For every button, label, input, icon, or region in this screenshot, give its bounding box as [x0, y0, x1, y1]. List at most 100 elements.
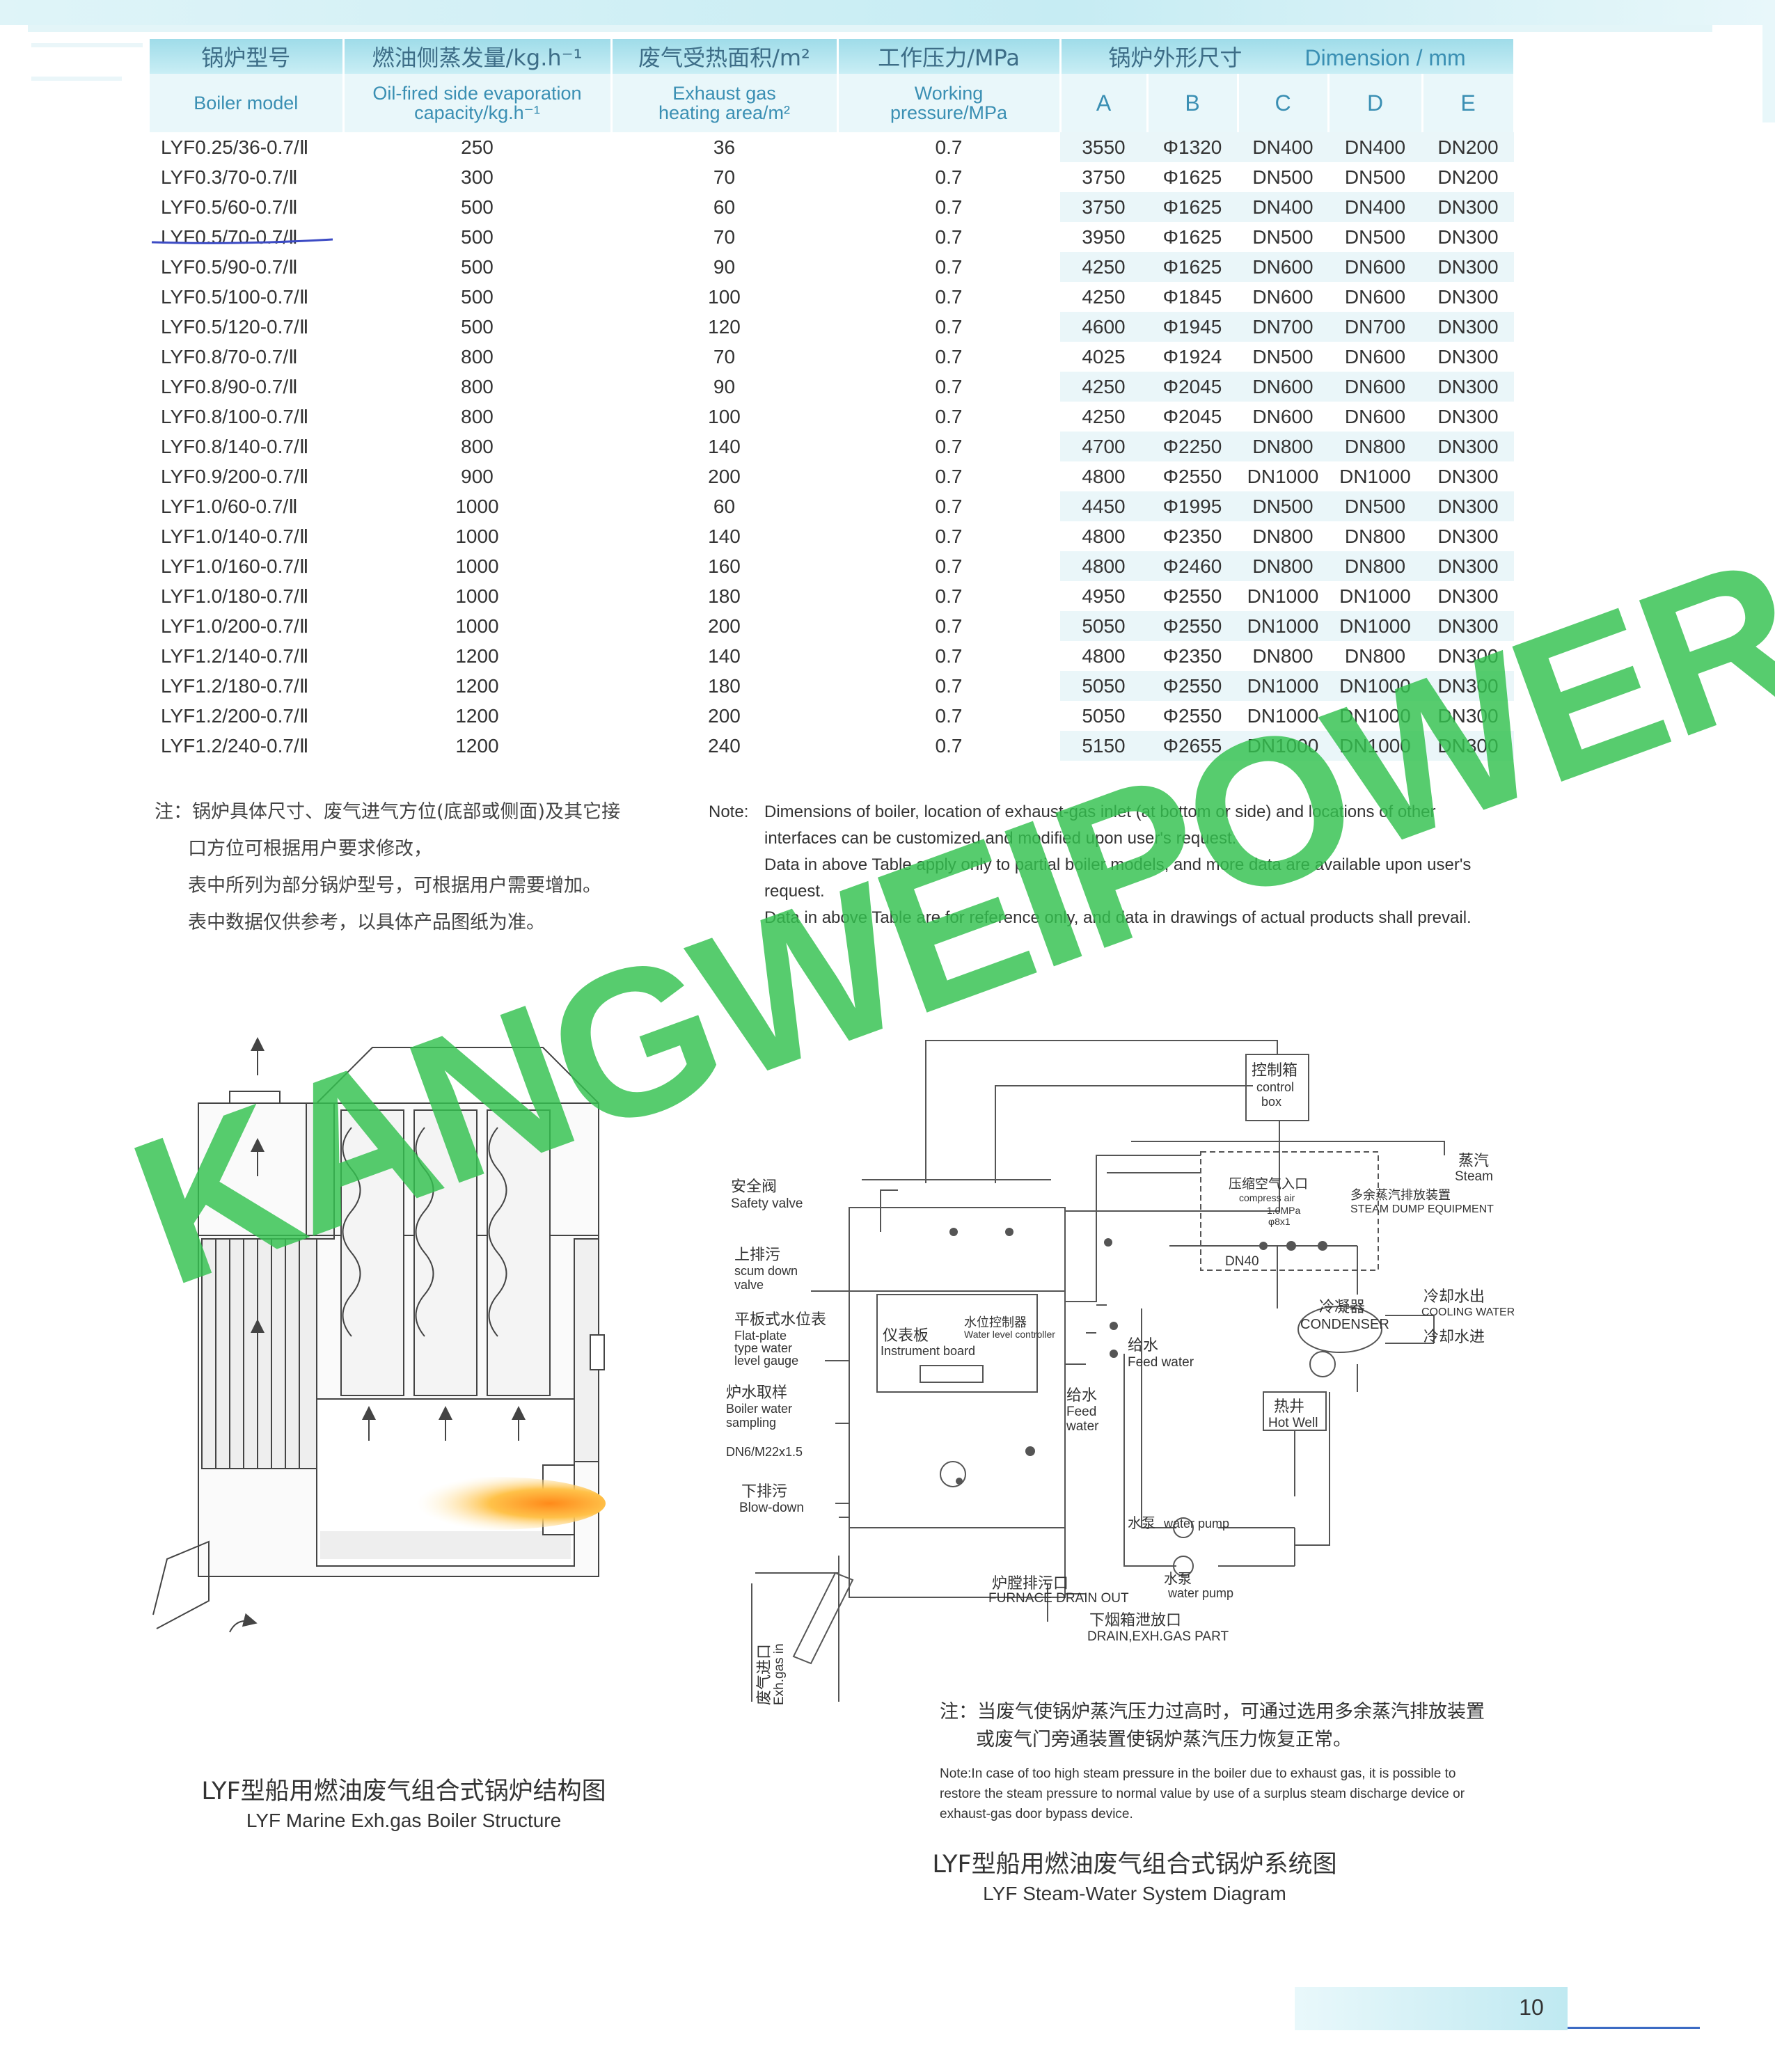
label-pump1-cn: 水泵	[1128, 1515, 1155, 1531]
cell-dim-a: 4450	[1060, 491, 1147, 521]
cell-dim-d: DN1000	[1328, 731, 1422, 761]
cell-dim-d: DN800	[1344, 644, 1406, 667]
cell-heating-area: 70	[713, 226, 736, 248]
cell-model: LYF0.8/70-0.7/Ⅱ	[161, 346, 298, 367]
system-note-cn-2: 或废气门旁通装置使锅炉蒸汽压力恢复正常。	[976, 1729, 1352, 1750]
cell-dim-d: DN1000	[1339, 585, 1411, 607]
cell-dim-a: 4250	[1082, 285, 1126, 308]
cell-dim-c: DN800	[1252, 644, 1314, 667]
cell-pressure: 0.7	[935, 495, 963, 517]
cell-dim-d: DN500	[1344, 166, 1406, 188]
label-dump-en: STEAM DUMP EQUIPMENT	[1350, 1203, 1494, 1215]
cell-dim-c: DN800	[1238, 432, 1328, 461]
label-pump1-en: water pump	[1163, 1517, 1229, 1531]
cell-model: LYF1.0/160-0.7/Ⅱ	[161, 555, 309, 577]
cell-dim-a: 4025	[1082, 345, 1126, 367]
header-dim-d: D	[1328, 74, 1423, 132]
cell-dim-e: DN300	[1437, 405, 1499, 427]
cell-dim-c: DN1000	[1238, 671, 1328, 701]
label-sample-en1: Boiler water	[726, 1402, 792, 1416]
cell-dim-e: DN300	[1437, 226, 1499, 248]
cell-dim-a: 4250	[1060, 372, 1147, 402]
cell-dim-a: 5050	[1060, 611, 1147, 641]
label-cool-in-cn: 冷却水进	[1423, 1329, 1485, 1346]
page-number-line	[1568, 2027, 1700, 2029]
cell-heating-area: 160	[708, 555, 741, 577]
cell-heating-area: 200	[708, 704, 741, 727]
label-dump-cn: 多余蒸汽排放装置	[1350, 1188, 1451, 1203]
label-feed-cn: 给水	[1128, 1337, 1158, 1354]
cell-model: LYF0.8/100-0.7/Ⅱ	[161, 406, 309, 427]
cell-dim-c: DN400	[1238, 132, 1328, 162]
cell-dim-e: DN300	[1422, 611, 1515, 641]
cell-heating-area: 60	[713, 495, 736, 517]
cell-dim-b: Φ1845	[1162, 285, 1222, 308]
header-evap-cn: 燃油侧蒸发量/kg.h⁻¹	[343, 39, 613, 74]
label-pump2-en: water pump	[1167, 1586, 1233, 1600]
cell-evaporation: 1000	[455, 525, 499, 547]
label-exh-cn: 废气进口	[756, 1644, 773, 1705]
cell-dim-e: DN300	[1422, 551, 1515, 581]
corner-mark-2	[31, 77, 122, 81]
system-note-en-2: restore the steam pressure to normal val…	[940, 1787, 1465, 1801]
cell-dim-b: Φ2550	[1162, 585, 1222, 607]
header-dimension: 锅炉外形尺寸 Dimension / mm	[1060, 39, 1515, 74]
label-control-en1: control	[1256, 1080, 1294, 1094]
header-pressure-en-1: Working	[914, 83, 984, 104]
cell-dim-b: Φ2350	[1162, 644, 1222, 667]
cell-heating-area: 180	[708, 585, 741, 607]
cell-model: LYF1.0/140-0.7/Ⅱ	[161, 525, 309, 547]
cell-dim-d: DN600	[1328, 252, 1422, 282]
cell-pressure: 0.7	[935, 315, 963, 338]
cell-heating-area: 120	[708, 315, 741, 338]
cell-pressure: 0.7	[935, 375, 963, 397]
cell-dim-c: DN1000	[1247, 465, 1319, 487]
header-dimension-en: Dimension / mm	[1304, 45, 1466, 70]
cell-evaporation: 500	[461, 315, 494, 338]
cell-dim-e: DN200	[1437, 166, 1499, 188]
cell-evaporation: 500	[461, 255, 494, 278]
cell-dim-e: DN300	[1437, 644, 1499, 667]
cell-evaporation: 900	[461, 465, 494, 487]
cell-pressure: 0.7	[935, 585, 963, 607]
corner-mark	[31, 43, 143, 47]
notes-cn: 注：锅炉具体尺寸、废气进气方位(底部或侧面)及其它接 口方位可根据用户要求修改，…	[155, 793, 697, 941]
label-gauge-en3: level gauge	[734, 1354, 798, 1368]
label-feed2-cn: 给水	[1066, 1387, 1097, 1405]
header-model-cn: 锅炉型号	[150, 39, 345, 74]
label-gauge-en2: type water	[734, 1341, 792, 1355]
cell-evaporation: 500	[461, 226, 494, 248]
cell-dim-c: DN700	[1238, 312, 1328, 342]
cell-model: LYF0.5/90-0.7/Ⅱ	[161, 256, 298, 278]
cell-dim-a: 4950	[1082, 585, 1126, 607]
cell-evaporation: 1200	[455, 674, 499, 697]
label-control-cn: 控制箱	[1252, 1062, 1297, 1080]
system-valves	[949, 1228, 1327, 1485]
cell-dim-e: DN300	[1437, 345, 1499, 367]
cell-dim-a: 5050	[1060, 671, 1147, 701]
cell-dim-a: 5050	[1082, 704, 1126, 727]
cell-dim-d: DN600	[1344, 285, 1406, 308]
cell-pressure: 0.7	[935, 166, 963, 188]
cell-dim-d: DN1000	[1339, 465, 1411, 487]
cell-dim-d: DN800	[1328, 551, 1422, 581]
cell-dim-d: DN600	[1344, 345, 1406, 367]
header-dim-c: C	[1238, 74, 1330, 132]
cell-pressure: 0.7	[935, 615, 963, 637]
cell-dim-d: DN800	[1328, 432, 1422, 461]
cell-pressure: 0.7	[935, 255, 963, 278]
cell-dim-c: DN500	[1238, 491, 1328, 521]
cell-dim-e: DN300	[1422, 671, 1515, 701]
note-en-line: Data in above Table are for reference on…	[764, 908, 1472, 927]
cell-evaporation: 800	[461, 435, 494, 457]
cell-evaporation: 800	[461, 375, 494, 397]
